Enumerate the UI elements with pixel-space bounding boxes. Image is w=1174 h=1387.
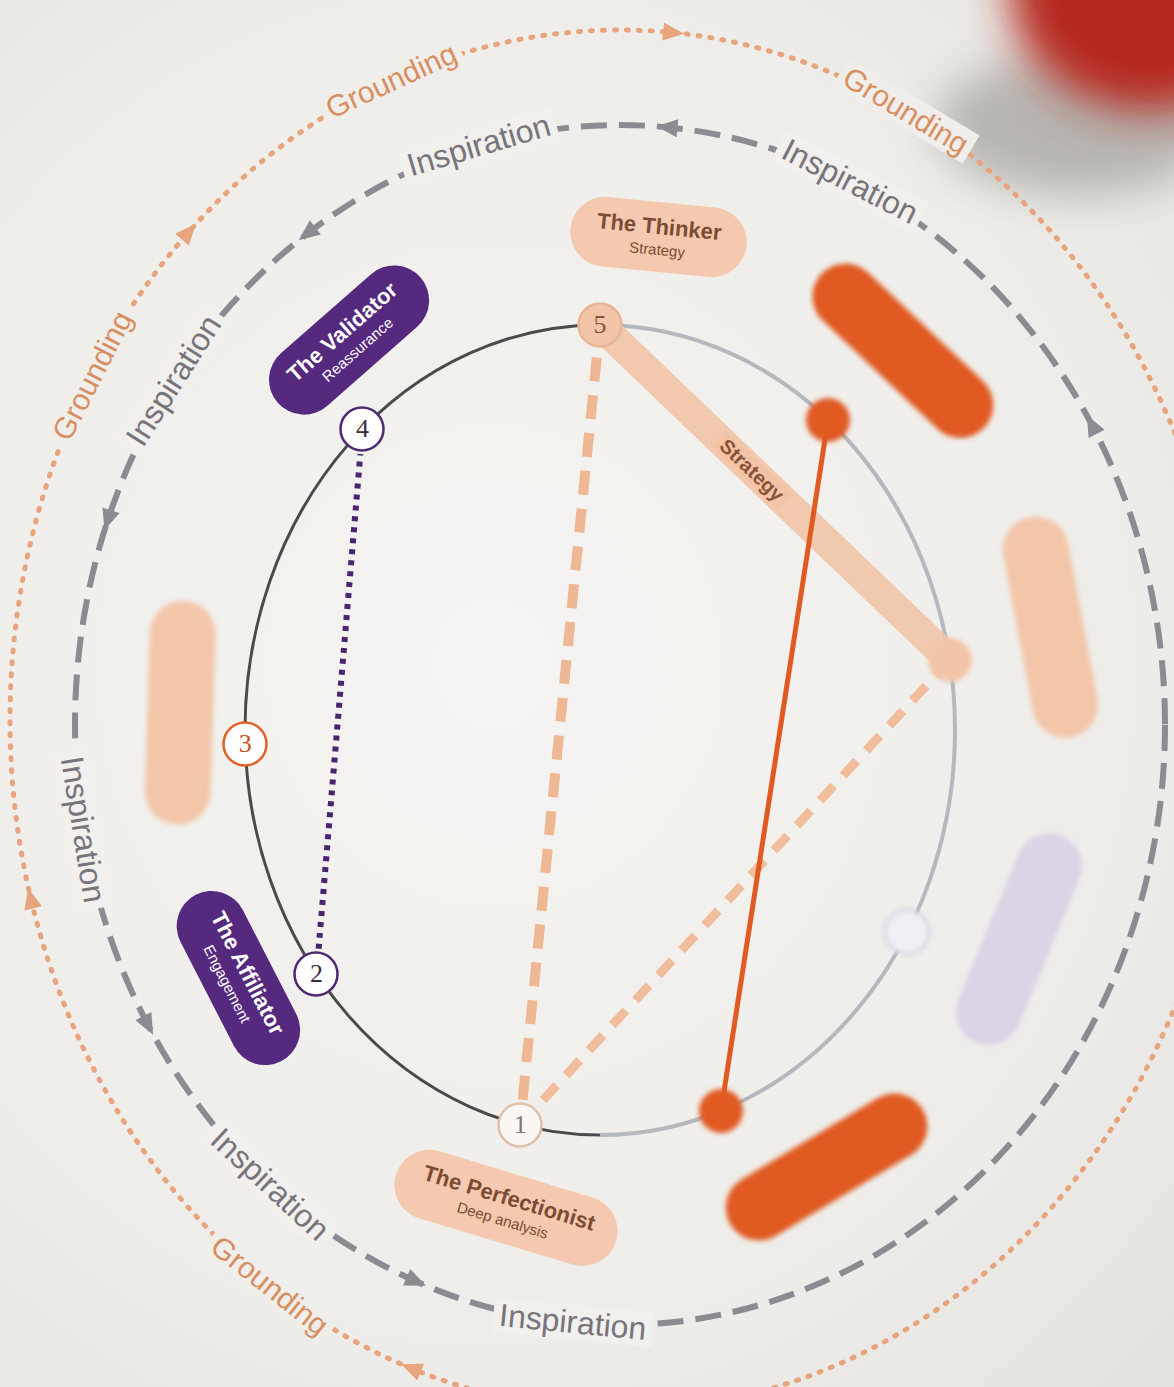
band-label: Strategy <box>711 430 793 509</box>
node-title: 1 <box>514 1112 527 1138</box>
persona-pill: The ValidatorReassurance <box>255 251 444 429</box>
ring-arrowhead <box>293 220 321 247</box>
circle-fill <box>224 723 267 766</box>
ring-arrowhead <box>398 1356 424 1381</box>
blurred-number-circle <box>806 398 850 442</box>
inner-circle-left <box>245 325 600 1135</box>
blurred-persona-pill <box>945 823 1092 1055</box>
pill-fill <box>386 1141 626 1274</box>
inner-circle-right <box>600 325 955 1135</box>
pill-fill <box>567 193 750 280</box>
solid-link <box>721 420 828 1111</box>
ring-label: Grounding <box>316 34 468 127</box>
blurred-number-circle <box>699 1089 743 1133</box>
blurred-number-circle <box>885 910 929 954</box>
circle-fill <box>579 304 622 347</box>
inspiration-ring <box>75 125 1165 1325</box>
node-title: 5 <box>594 312 607 338</box>
circle-fill <box>295 952 338 995</box>
grounding-ring <box>10 30 1174 1387</box>
ring-arrowhead <box>135 1012 161 1039</box>
pill-fill <box>255 251 444 429</box>
step-number: 4 <box>339 406 385 452</box>
circle-fill <box>499 1103 542 1146</box>
node-title: 4 <box>356 416 369 442</box>
blurred-persona-pill <box>799 250 1007 452</box>
connector-line <box>319 454 361 949</box>
persona-pill: The ThinkerStrategy <box>567 193 750 280</box>
dashed-link <box>520 660 950 1125</box>
blurred-persona-pill <box>997 511 1103 743</box>
persona-pill: The AffiliatorEngagement <box>165 878 312 1076</box>
node-title: 3 <box>239 731 252 757</box>
ring-arrowhead <box>1079 411 1105 438</box>
ring-label: Inspiration <box>397 106 560 185</box>
step-number: 1 <box>497 1102 543 1148</box>
ring-arrowhead <box>656 117 679 137</box>
step-number: 3 <box>222 721 268 767</box>
step-number: 2 <box>293 951 339 997</box>
ring-label: Inspiration <box>491 1298 653 1348</box>
ring-label: Inspiration <box>771 129 929 233</box>
blurred-persona-pill <box>144 600 217 826</box>
circle-fill <box>341 408 384 451</box>
step-number: 5 <box>577 302 623 348</box>
ring-arrowhead <box>662 23 685 43</box>
node-title: 2 <box>310 961 323 987</box>
connector-line <box>523 350 598 1100</box>
red-object-blur <box>1010 0 1174 110</box>
ring-arrowhead <box>19 886 41 911</box>
ring-arrowhead <box>403 1269 430 1294</box>
ring-arrowhead <box>175 218 202 246</box>
blurred-number-circle <box>928 638 972 682</box>
persona-pill: The PerfectionistDeep analysis <box>386 1141 627 1274</box>
pill-fill <box>165 878 313 1076</box>
ring-label: Inspiration <box>53 748 113 911</box>
blurred-persona-pill <box>714 1081 940 1253</box>
ring-arrowhead <box>96 507 120 533</box>
